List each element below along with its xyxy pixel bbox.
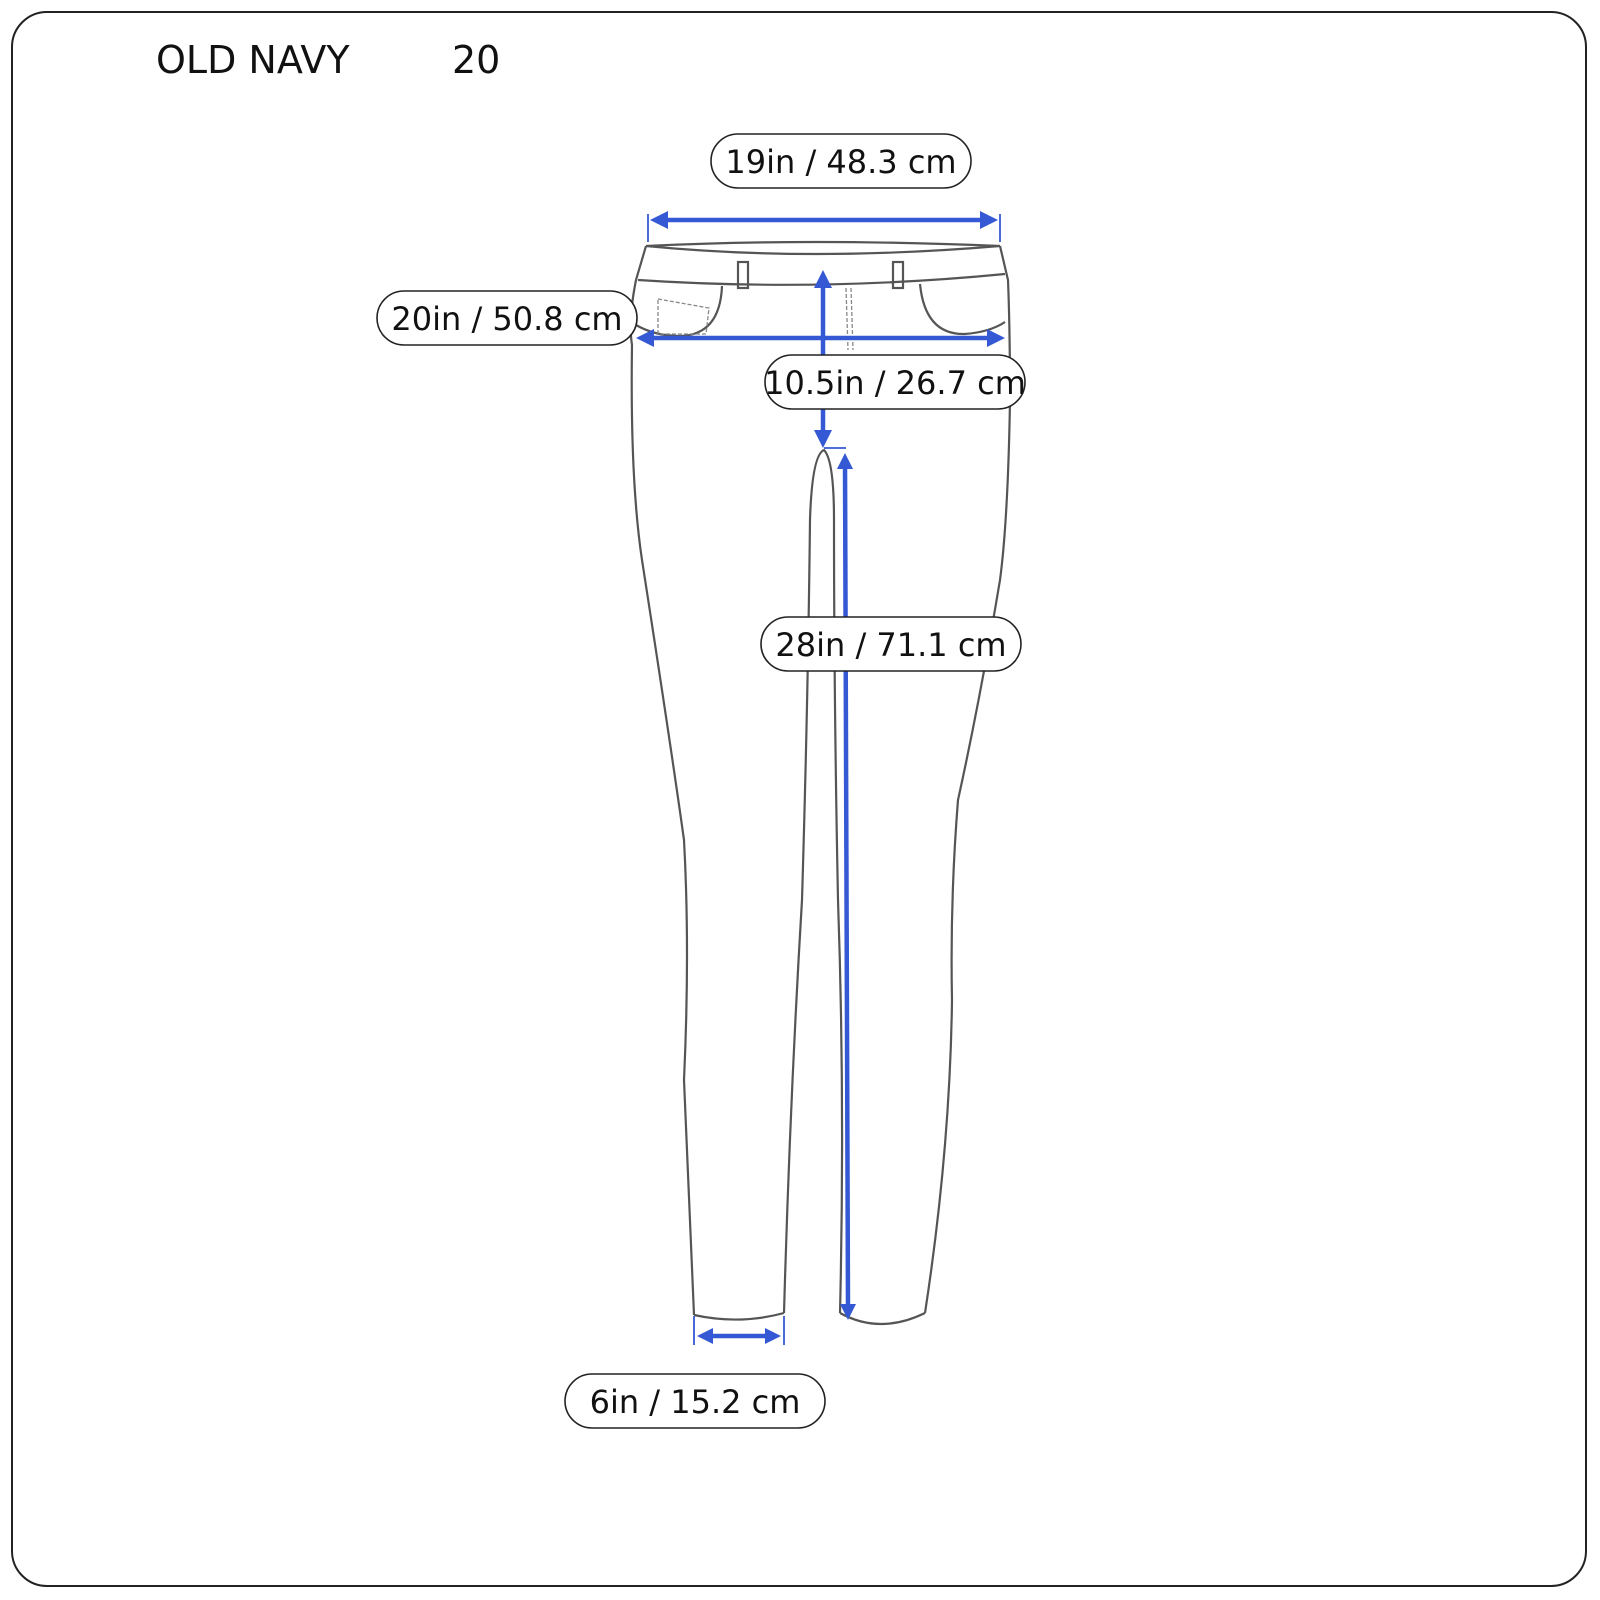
svg-text:20in / 50.8 cm: 20in / 50.8 cm xyxy=(391,300,622,338)
waist-arrow xyxy=(647,211,1001,242)
fly-stitch xyxy=(845,287,854,351)
brand-label: OLD NAVY xyxy=(156,38,350,82)
svg-text:10.5in / 26.7 cm: 10.5in / 26.7 cm xyxy=(764,364,1026,402)
card-frame xyxy=(11,11,1587,1587)
belt-loop xyxy=(736,260,750,290)
front-pocket-right xyxy=(918,283,1006,336)
svg-text:28in / 71.1 cm: 28in / 71.1 cm xyxy=(775,626,1006,664)
coin-pocket xyxy=(657,298,710,335)
belt-loop xyxy=(891,260,905,290)
size-label: 20 xyxy=(452,38,501,82)
inseam-label: 28in / 71.1 cm xyxy=(760,616,1022,672)
hip-arrow xyxy=(636,329,1005,347)
inseam-arrow xyxy=(824,447,856,1320)
waist-label: 19in / 48.3 cm xyxy=(710,133,972,189)
svg-text:19in / 48.3 cm: 19in / 48.3 cm xyxy=(725,143,956,181)
hip-label: 20in / 50.8 cm xyxy=(376,290,638,346)
leg-opening-label: 6in / 15.2 cm xyxy=(564,1373,826,1429)
rise-label: 10.5in / 26.7 cm xyxy=(764,354,1026,410)
leg-opening-arrow xyxy=(693,1316,785,1345)
svg-text:6in / 15.2 cm: 6in / 15.2 cm xyxy=(590,1383,801,1421)
